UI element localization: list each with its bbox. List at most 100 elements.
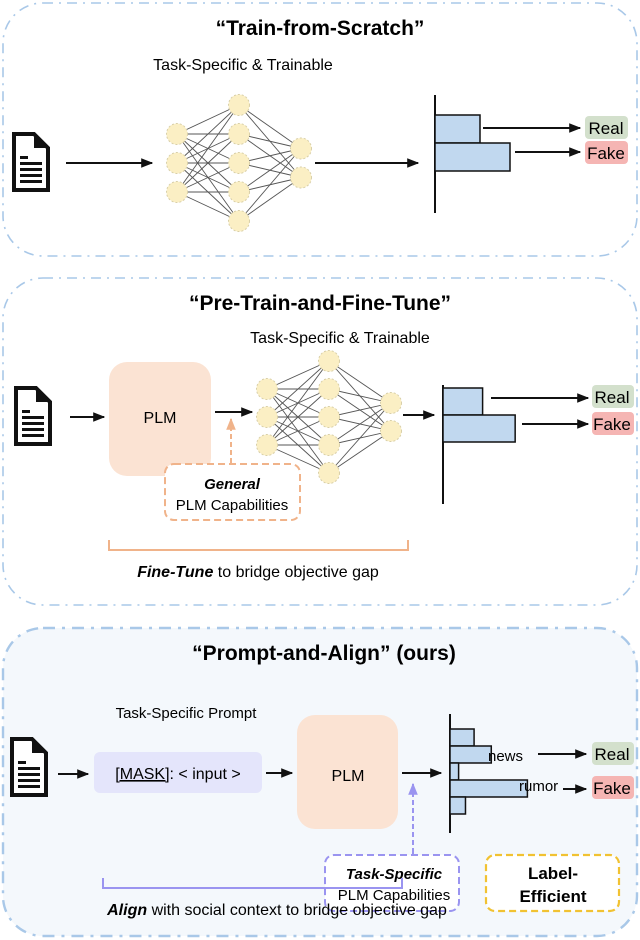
bracket-text: to bridge objective gap	[213, 564, 379, 581]
network-edge	[238, 148, 302, 164]
fake-label: Fake	[593, 415, 631, 434]
network-node	[228, 181, 250, 203]
network-node	[318, 350, 340, 372]
panel-pre-train-fine-tune: “Pre-Train-and-Fine-Tune” PLM General PL…	[2, 277, 638, 606]
network-node	[318, 378, 340, 400]
plm-box	[109, 362, 211, 476]
network-node	[290, 137, 312, 160]
fake-label: Fake	[593, 779, 631, 798]
network-edge	[328, 402, 392, 418]
real-badge	[585, 116, 628, 139]
real-badge	[592, 385, 634, 408]
network-label: Task-Specific & Trainable	[153, 57, 333, 74]
bracket-bold: Fine-Tune	[137, 564, 213, 581]
mask-token: [MASK]	[115, 766, 169, 783]
network-edge	[176, 133, 240, 193]
plm-label: PLM	[144, 410, 177, 427]
network-edge	[266, 416, 330, 446]
label-efficient-line1: Label-	[528, 864, 578, 883]
network-edge	[238, 148, 302, 222]
network-node	[256, 434, 278, 456]
network-edge	[238, 148, 302, 193]
prompt-label: Task-Specific Prompt	[116, 705, 258, 722]
histogram-bar	[434, 114, 481, 144]
real-label: Real	[595, 745, 630, 764]
network-edge	[176, 104, 240, 164]
plm-label: PLM	[332, 768, 365, 785]
neural-network-icon	[256, 350, 402, 484]
document-icon	[12, 132, 50, 192]
align-bracket	[102, 878, 403, 889]
bracket-caption: Fine-Tune to bridge objective gap	[137, 564, 379, 581]
network-node	[256, 406, 278, 428]
histogram-bar	[442, 387, 484, 416]
network-node	[290, 166, 312, 189]
network-edge	[328, 430, 392, 474]
histogram-bar	[449, 745, 493, 764]
fine-tune-bracket	[108, 540, 409, 551]
network-node	[166, 123, 188, 145]
network-edge	[238, 133, 302, 149]
fake-badge	[592, 776, 634, 799]
network-edge	[328, 402, 392, 446]
neural-network-icon	[166, 94, 312, 232]
real-label: Real	[595, 388, 630, 407]
capability-text: PLM Capabilities	[338, 887, 451, 904]
network-edge	[266, 360, 330, 418]
word-rumor: rumor	[519, 778, 558, 795]
prompt-rest: : < input >	[170, 766, 241, 783]
capability-bold: General	[204, 476, 261, 493]
network-edge	[176, 104, 240, 193]
real-label: Real	[589, 119, 624, 138]
network-edge	[266, 360, 330, 446]
network-node	[228, 94, 250, 116]
network-node	[228, 152, 250, 174]
histogram-bar	[434, 142, 511, 172]
label-efficient-line2: Efficient	[519, 887, 586, 906]
network-edge	[328, 360, 392, 404]
network-node	[166, 152, 188, 174]
network-edge	[176, 162, 240, 193]
real-badge	[592, 742, 634, 765]
panel-border	[2, 2, 638, 257]
network-node	[166, 181, 188, 203]
network-edge	[238, 104, 302, 149]
label-efficient-box	[484, 853, 621, 913]
histogram-bar	[442, 414, 516, 443]
network-edge	[328, 402, 392, 474]
panel-title: “Pre-Train-and-Fine-Tune”	[189, 292, 451, 315]
network-node	[318, 406, 340, 428]
network-label: Task-Specific & Trainable	[250, 330, 430, 347]
network-edge	[176, 191, 240, 222]
output-histogram	[442, 385, 516, 504]
network-edge	[266, 388, 330, 446]
panel-title: “Train-from-Scratch”	[216, 17, 425, 40]
panel-border	[2, 277, 638, 606]
bracket-caption: Align with social context to bridge obje…	[106, 902, 447, 919]
histogram-bar	[449, 796, 467, 815]
histogram-bar	[449, 728, 475, 747]
histogram-bar	[449, 762, 460, 781]
fake-label: Fake	[587, 144, 625, 163]
task-specific-capabilities-box	[324, 854, 460, 912]
document-icon	[14, 386, 52, 446]
panel-train-from-scratch: “Train-from-Scratch” Task-Specific & Tra…	[2, 2, 638, 257]
histogram-bar	[449, 779, 529, 798]
panel-prompt-and-align: “Prompt-and-Align” (ours) Task-Specific …	[1, 626, 639, 938]
network-node	[228, 123, 250, 145]
prompt-template: [MASK]: < input >	[115, 766, 240, 783]
fake-badge	[585, 141, 628, 164]
network-node	[380, 420, 402, 442]
output-histogram	[434, 95, 511, 213]
panel-title: “Prompt-and-Align” (ours)	[192, 642, 456, 665]
network-node	[256, 378, 278, 400]
network-node	[380, 392, 402, 414]
word-news: news	[488, 748, 523, 765]
prompt-box	[94, 752, 262, 793]
bracket-bold: Align	[106, 902, 147, 919]
general-capabilities-box	[164, 463, 301, 521]
output-histogram	[449, 714, 529, 833]
bracket-text: with social context to bridge objective …	[147, 902, 447, 919]
network-node	[228, 210, 250, 232]
